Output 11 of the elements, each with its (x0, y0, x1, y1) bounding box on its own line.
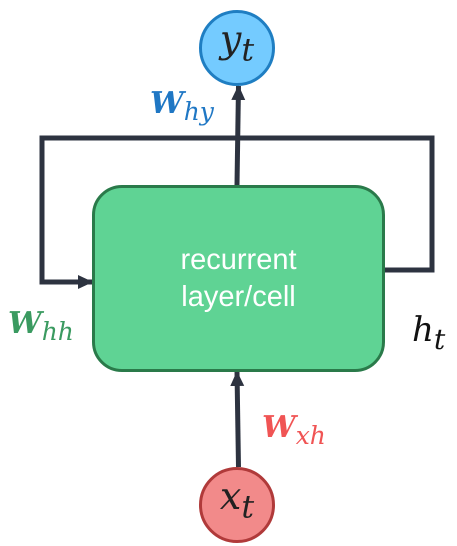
variable-label: x$_{t}$ (220, 473, 254, 528)
edge-label: W$_{hh}$ (8, 306, 74, 346)
state-label: h$_{t}$ (412, 310, 446, 356)
arrow (231, 85, 246, 186)
arrow (230, 371, 244, 468)
variable-label: y$_{t}$ (220, 16, 254, 71)
layer-box (92, 185, 385, 372)
layer-label: recurrent layer/cell (179, 243, 298, 314)
edge-label: W$_{xh}$ (262, 410, 326, 450)
arrow (40, 136, 434, 289)
edge-label: W$_{hy}$ (150, 86, 214, 126)
